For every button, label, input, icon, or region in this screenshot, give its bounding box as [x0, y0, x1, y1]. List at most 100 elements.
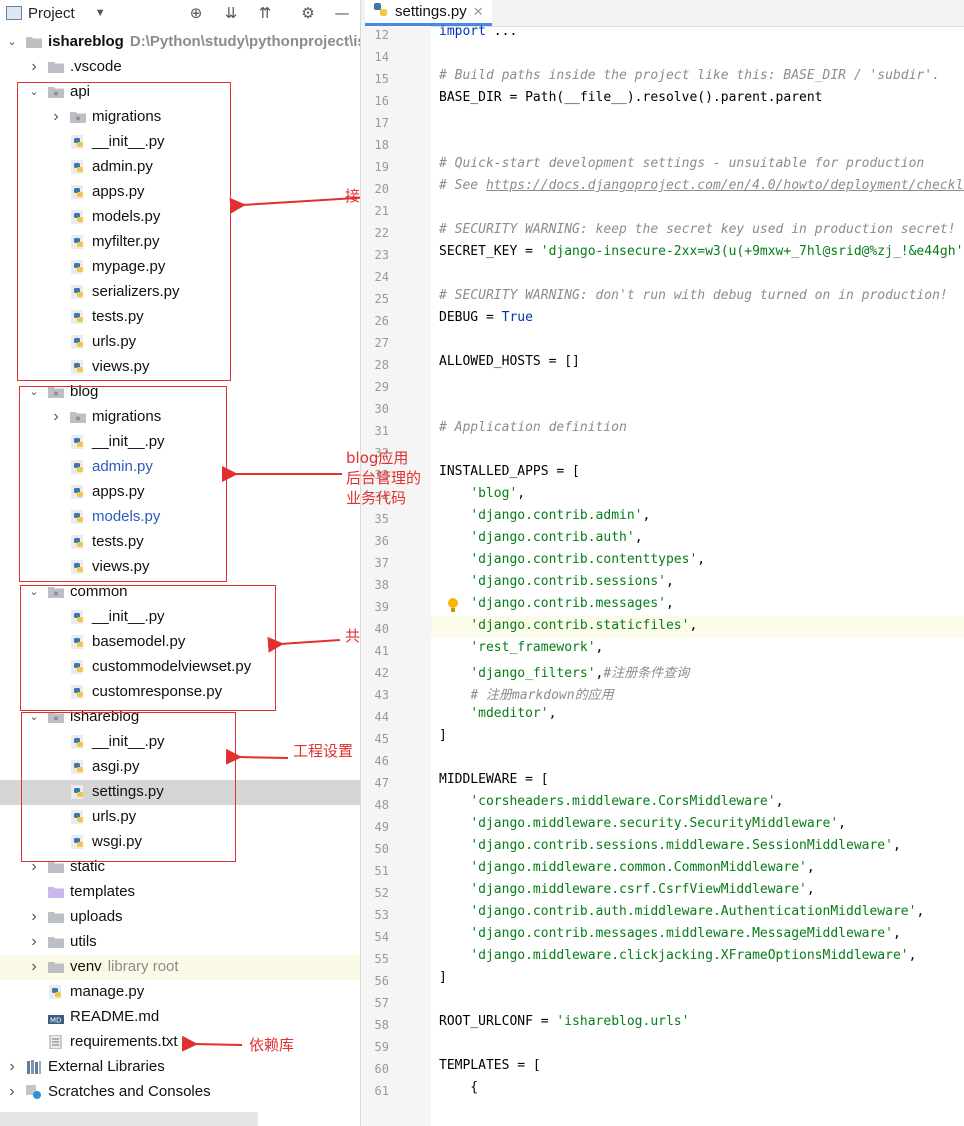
tree-item[interactable]: › migrations [0, 105, 360, 130]
tree-item[interactable]: requirements.txt [0, 1030, 360, 1055]
project-view-selector[interactable]: Project ▼ [6, 5, 106, 22]
code-token [439, 574, 470, 589]
tree-item-label: static [70, 858, 105, 875]
tree-item[interactable]: customresponse.py [0, 680, 360, 705]
tree-item[interactable]: › static [0, 855, 360, 880]
tree-item-label: settings.py [92, 783, 164, 800]
chevron-right-icon[interactable]: › [31, 958, 37, 975]
tree-item[interactable]: ›uploads [0, 905, 360, 930]
chevron-down-icon[interactable]: ⌄ [29, 586, 39, 598]
tree-item[interactable]: templates [0, 880, 360, 905]
tree-item[interactable]: __init__.py [0, 430, 360, 455]
code-line: 'django_filters',#注册条件查询 [439, 662, 689, 681]
chevron-down-icon[interactable]: ⌄ [29, 711, 39, 723]
tree-item[interactable]: admin.py [0, 455, 360, 480]
tree-item-label: wsgi.py [92, 833, 142, 850]
tree-item[interactable]: urls.py [0, 330, 360, 355]
code-token: 'django.contrib.sessions' [470, 574, 666, 589]
tree-item[interactable]: views.py [0, 555, 360, 580]
code-token: , [806, 882, 815, 897]
chevron-down-icon[interactable]: ⌄ [29, 386, 39, 398]
chevron-right-icon[interactable]: › [31, 858, 37, 875]
tree-item-label: templates [70, 883, 135, 900]
tree-item[interactable]: admin.py [0, 155, 360, 180]
python-file-icon [70, 660, 86, 674]
tab-settings-py[interactable]: settings.py ✕ [365, 0, 492, 26]
tree-item-label: migrations [92, 108, 161, 125]
code-token: , [665, 596, 674, 611]
collapse-all-icon[interactable]: ⇈ [258, 4, 272, 22]
tree-item[interactable]: ›.vscode [0, 55, 360, 80]
code-token[interactable]: https://docs.djangoproject.com/en/4.0/ho… [485, 178, 964, 193]
tree-item[interactable]: __init__.py [0, 605, 360, 630]
tree-item[interactable]: ›migrations [0, 405, 360, 430]
tree-item[interactable]: ⌄common [0, 580, 360, 605]
code-line: TEMPLATES = [ [439, 1058, 541, 1073]
minimize-icon[interactable]: — [334, 4, 350, 22]
tree-item[interactable]: models.py [0, 505, 360, 530]
tree-item[interactable]: tests.py [0, 530, 360, 555]
chevron-right-icon[interactable]: › [53, 108, 59, 125]
tree-item[interactable]: basemodel.py [0, 630, 360, 655]
tree-item[interactable]: __init__.py [0, 730, 360, 755]
chevron-right-icon[interactable]: › [9, 1083, 15, 1100]
template-folder-icon [48, 885, 64, 899]
chevron-down-icon[interactable]: ⌄ [7, 36, 17, 48]
code-token: # See [439, 178, 486, 193]
line-number: 43 [374, 688, 389, 702]
tree-item[interactable]: serializers.py [0, 280, 360, 305]
chevron-right-icon[interactable]: › [53, 408, 59, 425]
line-number: 41 [374, 644, 389, 658]
tree-item[interactable]: › External Libraries [0, 1055, 360, 1080]
chevron-right-icon[interactable]: › [31, 58, 37, 75]
tree-item[interactable]: apps.py [0, 180, 360, 205]
tree-item[interactable]: apps.py [0, 480, 360, 505]
chevron-down-icon[interactable]: ⌄ [29, 86, 39, 98]
tree-item[interactable]: urls.py [0, 805, 360, 830]
line-number: 15 [374, 72, 389, 86]
tree-item[interactable]: manage.py [0, 980, 360, 1005]
tree-item-name: venv [70, 958, 102, 975]
tree-item-label: External Libraries [48, 1058, 165, 1075]
tree-item[interactable]: ›utils [0, 930, 360, 955]
horizontal-scrollbar[interactable] [0, 1112, 258, 1126]
tree-item[interactable]: settings.py [0, 780, 360, 805]
tree-item[interactable]: myfilter.py [0, 230, 360, 255]
chevron-right-icon[interactable]: › [31, 908, 37, 925]
expand-all-icon[interactable]: ⇊ [224, 4, 238, 22]
code-token [439, 882, 470, 897]
chevron-right-icon[interactable]: › [31, 933, 37, 950]
python-file-icon [70, 785, 86, 799]
tree-item[interactable]: ⌄blog [0, 380, 360, 405]
gear-icon[interactable]: ⚙ [301, 4, 315, 22]
line-number: 42 [374, 666, 389, 680]
code-token: , [689, 618, 698, 633]
line-number: 48 [374, 798, 389, 812]
close-icon[interactable]: ✕ [472, 3, 484, 19]
code-line: INSTALLED_APPS = [ [439, 464, 580, 479]
line-number: 56 [374, 974, 389, 988]
tree-item[interactable]: __init__.py [0, 130, 360, 155]
tree-item[interactable]: tests.py [0, 305, 360, 330]
tree-item[interactable]: custommodelviewset.py [0, 655, 360, 680]
tree-item-label: apps.py [92, 183, 145, 200]
locate-target-icon[interactable]: ⊕ [189, 4, 203, 22]
scratches-icon [26, 1085, 42, 1099]
line-number: 45 [374, 732, 389, 746]
code-line: 'django.contrib.auth', [439, 530, 642, 545]
tree-item[interactable]: asgi.py [0, 755, 360, 780]
chevron-right-icon[interactable]: › [9, 1058, 15, 1075]
code-token: 'django.contrib.auth.middleware.Authenti… [470, 904, 917, 919]
tree-item[interactable]: ›Scratches and Consoles [0, 1080, 360, 1105]
tree-item[interactable]: mypage.py [0, 255, 360, 280]
tree-item[interactable]: models.py [0, 205, 360, 230]
line-number: 20 [374, 182, 389, 196]
code-line: 'django.contrib.contenttypes', [439, 552, 705, 567]
tree-item[interactable]: wsgi.py [0, 830, 360, 855]
lightbulb-icon[interactable] [447, 597, 459, 613]
tree-item[interactable]: views.py [0, 355, 360, 380]
tree-item[interactable]: ⌄api [0, 80, 360, 105]
